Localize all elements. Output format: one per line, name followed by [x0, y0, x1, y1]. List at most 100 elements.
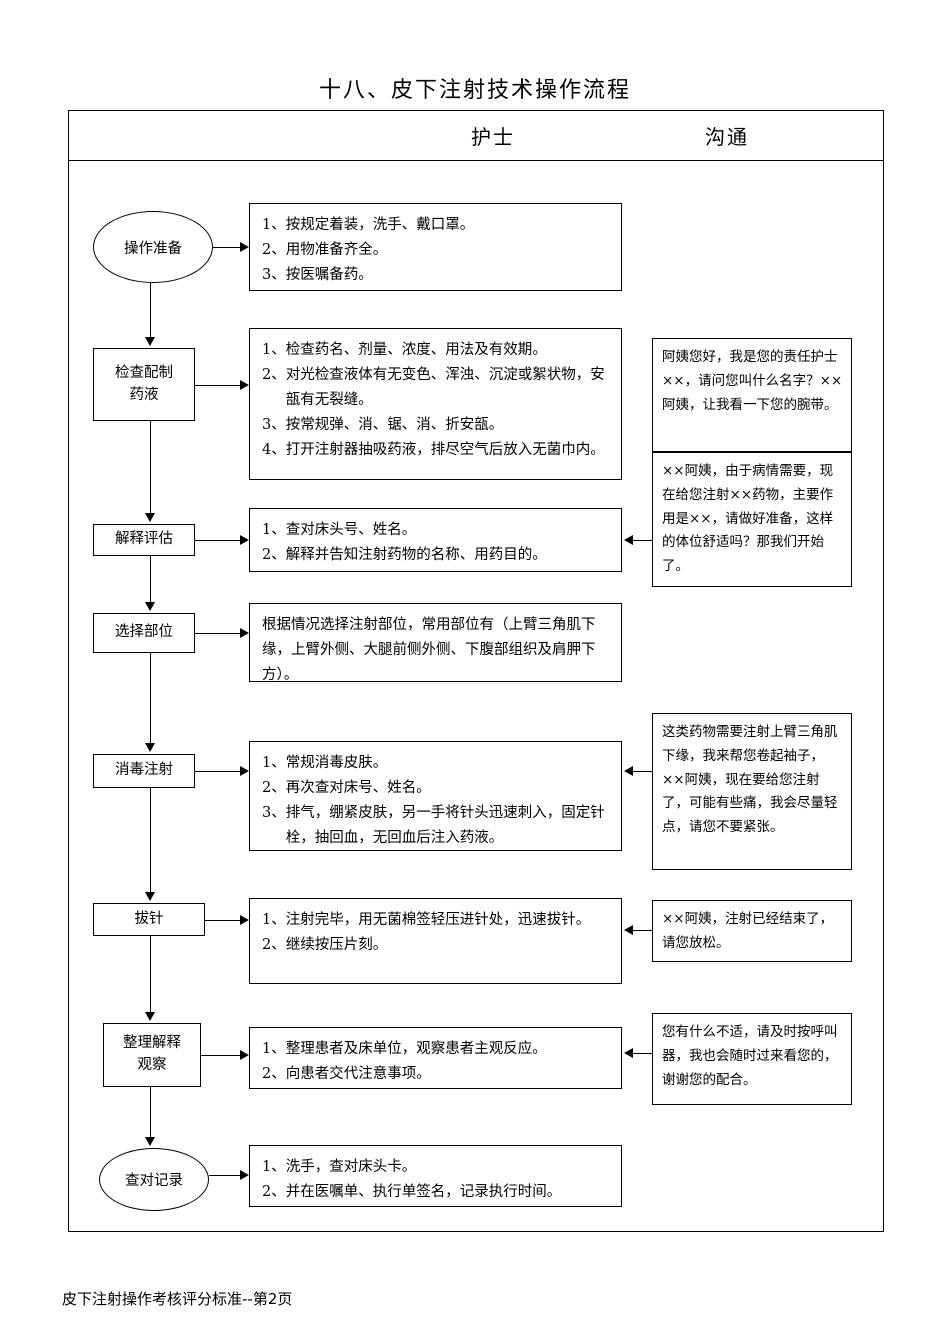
comm-box-explain-drug: ××阿姨，由于病情需要，现在给您注射××药物，主要作用是××，请做好准备，这样的… — [652, 452, 852, 587]
arrow-left-icon — [624, 534, 633, 545]
header-column-communication: 沟通 — [705, 125, 749, 149]
step-label-prepare: 操作准备 — [124, 240, 182, 257]
arrow-right-icon — [240, 914, 249, 925]
connector-tidy-to-content — [201, 1055, 244, 1056]
comm-text: ××阿姨，注射已经结束了，请您放松。 — [662, 911, 834, 951]
step-shape-select-site[interactable]: 选择部位 — [93, 613, 195, 653]
arrow-down-icon — [144, 513, 155, 522]
arrow-right-icon — [240, 379, 249, 390]
list-text: 按规定着装，洗手、戴口罩。 — [285, 217, 475, 233]
connector-prepare-to-check — [150, 283, 151, 339]
step-label-withdraw-needle: 拔针 — [134, 910, 164, 927]
list-text: 洗手，查对床头卡。 — [285, 1159, 417, 1175]
list-number: 2、 — [262, 241, 286, 258]
arrow-down-icon — [144, 743, 155, 752]
arrow-right-icon — [240, 1169, 249, 1180]
list-text: 并在医嘱单、执行单签名，记录执行时间。 — [285, 1183, 562, 1200]
list-number: 2、 — [262, 936, 286, 953]
arrow-right-icon — [240, 534, 249, 545]
connector-check-to-content — [195, 385, 244, 386]
step-label-disinfect-inject: 消毒注射 — [115, 762, 173, 779]
connector-comm3-to-inject — [633, 771, 652, 772]
list-number: 3、 — [262, 266, 286, 283]
list-item: 2、 继续按压片刻。 — [262, 933, 611, 958]
list-item: 2、 用物准备齐全。 — [262, 238, 611, 263]
list-item: 2、 向患者交代注意事项。 — [262, 1062, 611, 1087]
connector-site-to-inject — [150, 653, 151, 745]
comm-text: 这类药物需要注射上臂三角肌下缘，我来帮您卷起袖子，××阿姨，现在要给您注射了，可… — [662, 724, 838, 835]
arrow-right-icon — [240, 1049, 249, 1060]
step-shape-prepare[interactable]: 操作准备 — [93, 211, 213, 283]
list-item: 3、 按常规弹、消、锯、消、折安瓿。 — [262, 413, 611, 438]
list-number: 1、 — [262, 912, 286, 928]
connector-site-to-content — [195, 633, 244, 634]
list-item: 1、 注射完毕，用无菌棉签轻压进针处，迅速拔针。 — [262, 908, 611, 933]
list-text: 再次查对床号、姓名。 — [285, 779, 431, 796]
comm-box-finished: ××阿姨，注射已经结束了，请您放松。 — [652, 900, 852, 962]
comm-box-aftercare: 您有什么不适，请及时按呼叫器，我也会随时过来看您的，谢谢您的配合。 — [652, 1013, 852, 1105]
arrow-down-icon — [144, 1012, 155, 1021]
list-item: 1、 洗手，查对床头卡。 — [262, 1155, 611, 1180]
list-text: 查对床头号、姓名。 — [285, 522, 417, 538]
list-text: 向患者交代注意事项。 — [285, 1065, 431, 1082]
list-text: 检查药名、剂量、浓度、用法及有效期。 — [285, 342, 547, 358]
step-shape-tidy-explain-observe[interactable]: 整理解释 观察 — [103, 1023, 201, 1087]
connector-comm2-to-explain — [633, 540, 652, 541]
arrow-left-icon — [624, 765, 633, 776]
arrow-left-icon — [624, 1047, 633, 1058]
step-shape-disinfect-inject[interactable]: 消毒注射 — [93, 754, 195, 788]
step-label-tidy-line1: 整理解释 — [123, 1035, 181, 1052]
list-number: 4、 — [262, 441, 286, 458]
list-number: 1、 — [262, 755, 286, 771]
list-item: 1、 检查药名、剂量、浓度、用法及有效期。 — [262, 338, 611, 363]
arrow-down-icon — [144, 337, 155, 346]
arrow-right-icon — [240, 627, 249, 638]
header-column-nurse: 护士 — [471, 125, 515, 149]
step-label-tidy-line2: 观察 — [137, 1057, 167, 1073]
list-text: 注射完毕，用无菌棉签轻压进针处，迅速拔针。 — [285, 912, 591, 928]
page-title: 十八、皮下注射技术操作流程 — [318, 78, 631, 103]
comm-box-injection-site: 这类药物需要注射上臂三角肌下缘，我来帮您卷起袖子，××阿姨，现在要给您注射了，可… — [652, 713, 852, 870]
connector-comm4-to-withdraw — [633, 930, 652, 931]
list-number: 3、 — [262, 804, 286, 821]
list-item: 2、 解释并告知注射药物的名称、用药目的。 — [262, 543, 611, 568]
step-label-verify-record: 查对记录 — [125, 1173, 183, 1189]
comm-box-greeting: 阿姨您好，我是您的责任护士××，请问您叫什么名字？××阿姨，让我看一下您的腕带。 — [652, 338, 852, 452]
step-label-explain-assess: 解释评估 — [115, 531, 173, 548]
step-shape-withdraw-needle[interactable]: 拔针 — [93, 903, 205, 936]
list-text: 整理患者及床单位，观察患者主观反应。 — [285, 1041, 547, 1057]
list-item: 1、 整理患者及床单位，观察患者主观反应。 — [262, 1037, 611, 1062]
content-box-verify-record: 1、 洗手，查对床头卡。 2、 并在医嘱单、执行单签名，记录执行时间。 — [249, 1145, 622, 1207]
frame-header-row: 护士 沟通 — [69, 111, 883, 161]
list-number: 2、 — [262, 366, 286, 383]
content-box-select-site: 根据情况选择注射部位，常用部位有（上臂三角肌下缘，上臂外侧、大腿前侧外侧、下腹部… — [249, 603, 622, 683]
list-number: 1、 — [262, 1159, 286, 1175]
list-text: 打开注射器抽吸药液，排尽空气后放入无菌巾内。 — [285, 441, 605, 458]
arrow-left-icon — [624, 924, 633, 935]
list-number: 1、 — [262, 342, 286, 358]
connector-withdraw-to-tidy — [150, 936, 151, 1014]
list-item: 1、 按规定着装，洗手、戴口罩。 — [262, 213, 611, 238]
list-text: 解释并告知注射药物的名称、用药目的。 — [285, 546, 547, 563]
content-box-check-prepare-solution: 1、 检查药名、剂量、浓度、用法及有效期。 2、 对光检查液体有无变色、浑浊、沉… — [249, 328, 622, 480]
step-shape-check-prepare-solution[interactable]: 检查配制 药液 — [93, 348, 195, 421]
arrow-right-icon — [240, 241, 249, 252]
list-text: 按常规弹、消、锯、消、折安瓿。 — [285, 416, 504, 433]
list-item: 2、 再次查对床号、姓名。 — [262, 776, 611, 801]
list-number: 2、 — [262, 546, 286, 563]
step-shape-verify-record[interactable]: 查对记录 — [99, 1148, 209, 1211]
list-item: 2、 对光检查液体有无变色、浑浊、沉淀或絮状物，安瓿有无裂缝。 — [262, 363, 611, 413]
comm-text: 您有什么不适，请及时按呼叫器，我也会随时过来看您的，谢谢您的配合。 — [662, 1024, 838, 1088]
list-number: 1、 — [262, 1041, 286, 1057]
list-item: 3、 排气，绷紧皮肤，另一手将针头迅速刺入，固定针栓，抽回血，无回血后注入药液。 — [262, 801, 611, 851]
step-shape-explain-assess[interactable]: 解释评估 — [93, 524, 195, 556]
content-box-disinfect-inject: 1、 常规消毒皮肤。 2、 再次查对床号、姓名。 3、 排气，绷紧皮肤，另一手将… — [249, 741, 622, 851]
content-box-tidy-explain-observe: 1、 整理患者及床单位，观察患者主观反应。 2、 向患者交代注意事项。 — [249, 1027, 622, 1089]
step-label-select-site: 选择部位 — [115, 624, 173, 641]
list-number: 2、 — [262, 779, 286, 796]
arrow-down-icon — [144, 892, 155, 901]
comm-text: ××阿姨，由于病情需要，现在给您注射××药物，主要作用是××，请做好准备，这样的… — [662, 463, 834, 574]
list-number: 1、 — [262, 522, 286, 538]
connector-withdraw-to-content — [205, 920, 244, 921]
